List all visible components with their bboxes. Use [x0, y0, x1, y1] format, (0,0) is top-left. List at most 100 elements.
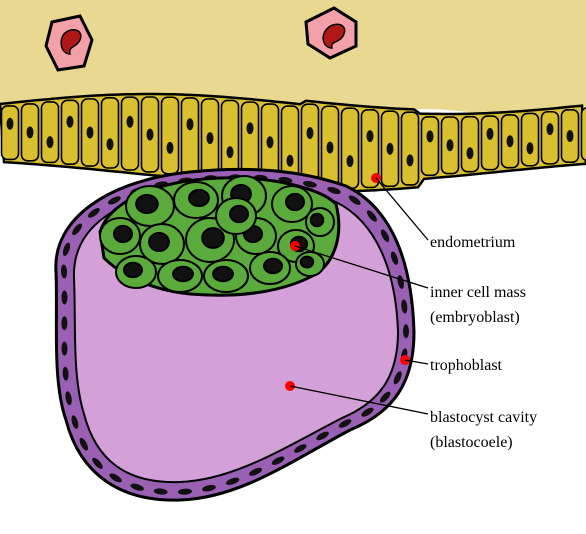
cell-nucleus [346, 155, 354, 168]
epithelial-cell [120, 96, 140, 171]
cell-nucleus [285, 192, 305, 212]
cell-nucleus [106, 138, 114, 151]
cell-nucleus [86, 126, 94, 139]
trophoblast-nucleus [380, 229, 390, 243]
cell-nucleus [146, 128, 154, 141]
epithelial-cell [480, 115, 500, 171]
cell-nucleus [566, 130, 574, 142]
epithelial-cell [460, 115, 480, 173]
label-embryoblast: (embryoblast) [430, 309, 520, 326]
epithelial-cell [420, 116, 440, 177]
trophoblast-nucleus [92, 457, 103, 469]
cell-nucleus [66, 115, 74, 128]
label-inner-cell-mass: inner cell mass [430, 284, 526, 301]
label-blastocyst-cavity: blastocyst cavity [430, 409, 537, 426]
trophoblast-nucleus [361, 407, 374, 417]
epithelial-cell [100, 97, 120, 169]
trophoblast-nucleus [202, 484, 216, 492]
trophoblast-nucleus [71, 415, 79, 429]
epithelial-cell [580, 107, 586, 162]
trophoblast-nucleus [61, 316, 68, 331]
trophoblast-nucleus [72, 223, 83, 236]
cell-nucleus [226, 146, 234, 159]
trophoblast-nucleus [61, 341, 68, 356]
trophoblast-nucleus [61, 290, 68, 305]
cell-nucleus [6, 117, 14, 130]
trophoblast-nucleus [390, 251, 399, 265]
cell-nucleus [263, 257, 283, 275]
cell-nucleus [212, 265, 234, 283]
epithelial-cell [340, 107, 360, 190]
epithelial-cell [400, 111, 420, 186]
epithelial-cell [540, 110, 560, 165]
cell-nucleus [506, 135, 514, 148]
trophoblast-nucleus [249, 467, 263, 476]
trophoblast-nucleus [107, 196, 121, 205]
trophoblast-nucleus [65, 391, 72, 406]
trophoblast-nucleus [271, 456, 285, 465]
leader-line [289, 177, 429, 415]
cell-nucleus [309, 212, 325, 228]
epithelial-cell [40, 101, 60, 164]
trophoblast-nucleus [393, 371, 402, 385]
label-trophoblast: trophoblast [430, 357, 503, 374]
epithelial-cell [180, 97, 200, 177]
cell-nucleus [172, 265, 194, 283]
trophoblast-nucleus [303, 180, 317, 188]
trophoblast-nucleus [178, 488, 192, 495]
trophoblast-nucleus [88, 208, 100, 218]
cell-nucleus [306, 127, 314, 139]
cell-nucleus [246, 122, 254, 135]
cell-nucleus [46, 136, 54, 149]
trophoblast-nucleus [62, 366, 69, 381]
endometrial-epithelium [0, 92, 586, 194]
label-blastocoele: (blastocoele) [430, 434, 513, 451]
epithelial-cell [60, 99, 80, 165]
cell-nucleus [123, 261, 143, 279]
cell-nucleus [286, 154, 294, 167]
cell-nucleus [135, 194, 159, 214]
cell-nucleus [326, 141, 334, 154]
trophoblast-nucleus [60, 264, 68, 279]
trophoblast-nucleus [225, 477, 240, 485]
trophoblast-nucleus [109, 473, 122, 483]
trophoblast-nucleus [401, 299, 408, 314]
cell-nucleus [406, 154, 414, 167]
cell-nucleus [113, 224, 133, 244]
cell-nucleus [466, 147, 474, 160]
epithelial-cell [160, 96, 180, 175]
cell-nucleus [229, 204, 249, 224]
cell-nucleus [188, 188, 210, 208]
trophoblast-nucleus [327, 186, 341, 195]
epithelial-cell [220, 99, 240, 180]
cell-nucleus [206, 132, 214, 145]
trophoblast-nucleus [316, 431, 329, 441]
trophoblast-nucleus [348, 195, 361, 205]
epithelial-cell [520, 112, 540, 167]
cell-nucleus [148, 232, 170, 252]
cell-nucleus [426, 130, 434, 143]
trophoblast-nucleus [366, 210, 377, 222]
cell-nucleus [486, 127, 494, 140]
blastocyst [54, 167, 416, 502]
inner-cell-mass [98, 175, 341, 297]
cell-nucleus [386, 142, 394, 155]
cell-nucleus [26, 126, 34, 139]
cell-nucleus [166, 141, 174, 154]
cell-nucleus [366, 130, 374, 143]
epithelial-cell [0, 105, 20, 161]
trophoblast-nucleus [79, 437, 89, 451]
trophoblast-nucleus [338, 419, 352, 428]
cell-nucleus [186, 118, 194, 131]
cell-nucleus [546, 123, 554, 136]
trophoblast-nucleus [62, 242, 71, 257]
cell-nucleus [126, 115, 134, 128]
cell-nucleus [299, 255, 315, 269]
trophoblast-nucleus [379, 391, 391, 403]
trophoblast-nucleus [130, 483, 144, 491]
blood-vessel [304, 6, 358, 60]
cell-nucleus [446, 139, 454, 152]
trophoblast-nucleus [153, 488, 168, 495]
cell-nucleus [526, 142, 534, 155]
